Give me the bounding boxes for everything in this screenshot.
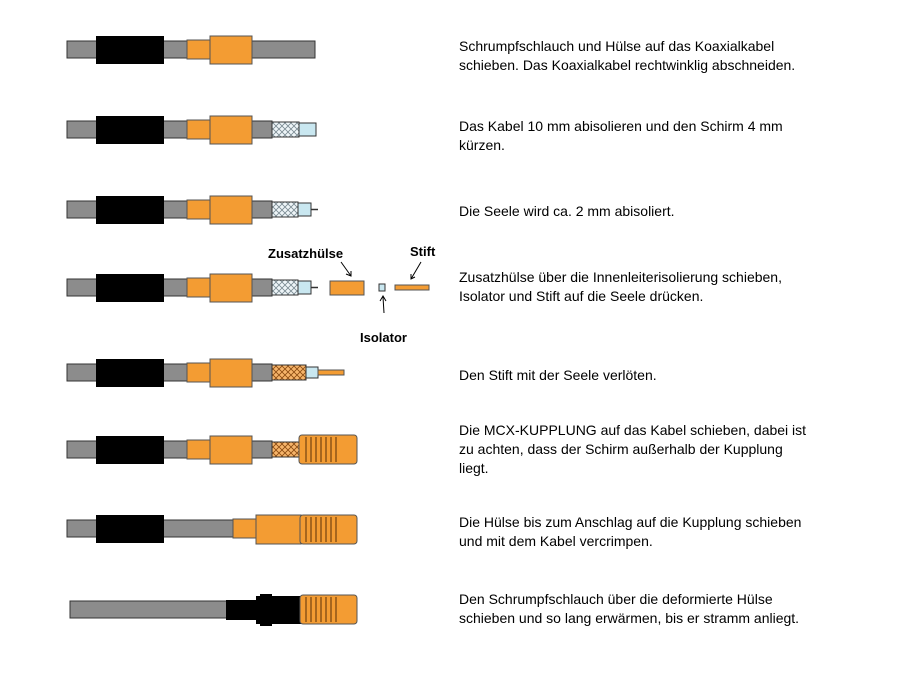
step-1-text: Schrumpfschlauch und Hülse auf das Koaxi…	[459, 38, 796, 73]
step-8-drawing	[69, 594, 358, 626]
stift-part	[394, 284, 430, 291]
step-3-text: Die Seele wird ca. 2 mm abisoliert.	[459, 203, 675, 219]
step-4-drawing	[66, 261, 430, 314]
mcx-coupling	[299, 514, 358, 545]
step-7-drawing	[66, 514, 358, 545]
step-7-text: Die Hülse bis zum Anschlag auf die Kuppl…	[459, 514, 802, 549]
step-5-text: Den Stift mit der Seele verlöten.	[459, 367, 657, 383]
step-3-drawing	[66, 195, 318, 225]
step-6-drawing	[66, 434, 358, 465]
label-stift: Stift	[410, 244, 436, 259]
step-4-text: Zusatzhülse über die Innenleiterisolieru…	[459, 269, 782, 304]
step-5-drawing	[66, 358, 345, 388]
step-1-drawing	[66, 35, 316, 65]
step-6-text: Die MCX-KUPPLUNG auf das Kabel schieben,…	[459, 422, 807, 476]
step-2-text: Das Kabel 10 mm abisolieren und den Schi…	[459, 118, 783, 153]
mcx-coupling	[299, 594, 358, 625]
isolator-part	[378, 283, 386, 292]
label-zusatzhuelse: Zusatzhülse	[268, 246, 344, 261]
mcx-coupling	[298, 434, 358, 465]
label-arrows	[340, 261, 422, 314]
step-2-drawing	[66, 115, 317, 145]
step-8-text: Den Schrumpfschlauch über die deformiert…	[459, 591, 800, 626]
label-isolator: Isolator	[360, 330, 407, 345]
zusatzhuelse-part	[329, 280, 365, 296]
